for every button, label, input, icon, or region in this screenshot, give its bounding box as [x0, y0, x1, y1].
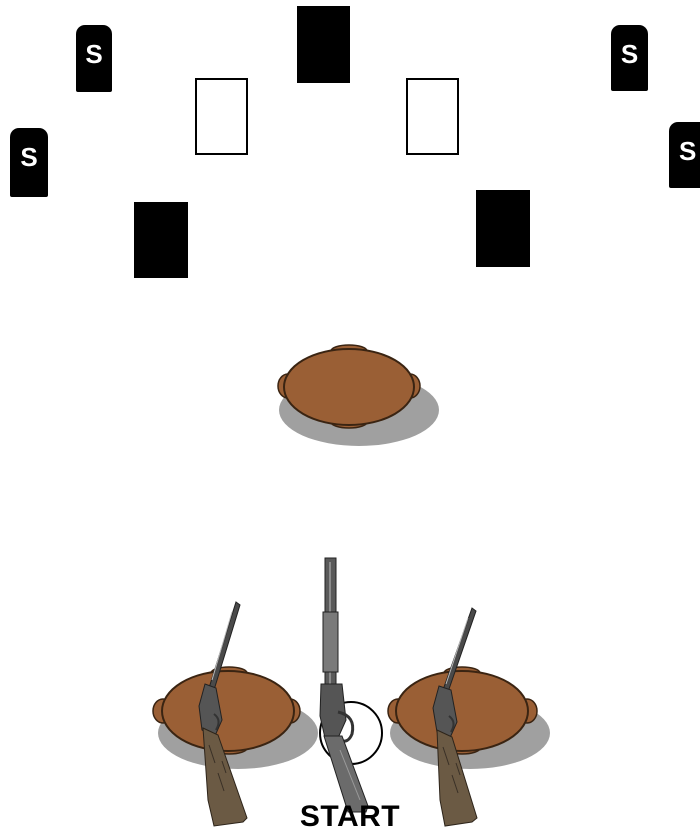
barrel-prop-icon	[388, 667, 550, 769]
start-label: START	[0, 800, 700, 834]
barrel-prop-icon	[278, 345, 439, 446]
barrel-prop-icon	[153, 667, 318, 769]
lever-rifle-icon	[320, 558, 368, 812]
